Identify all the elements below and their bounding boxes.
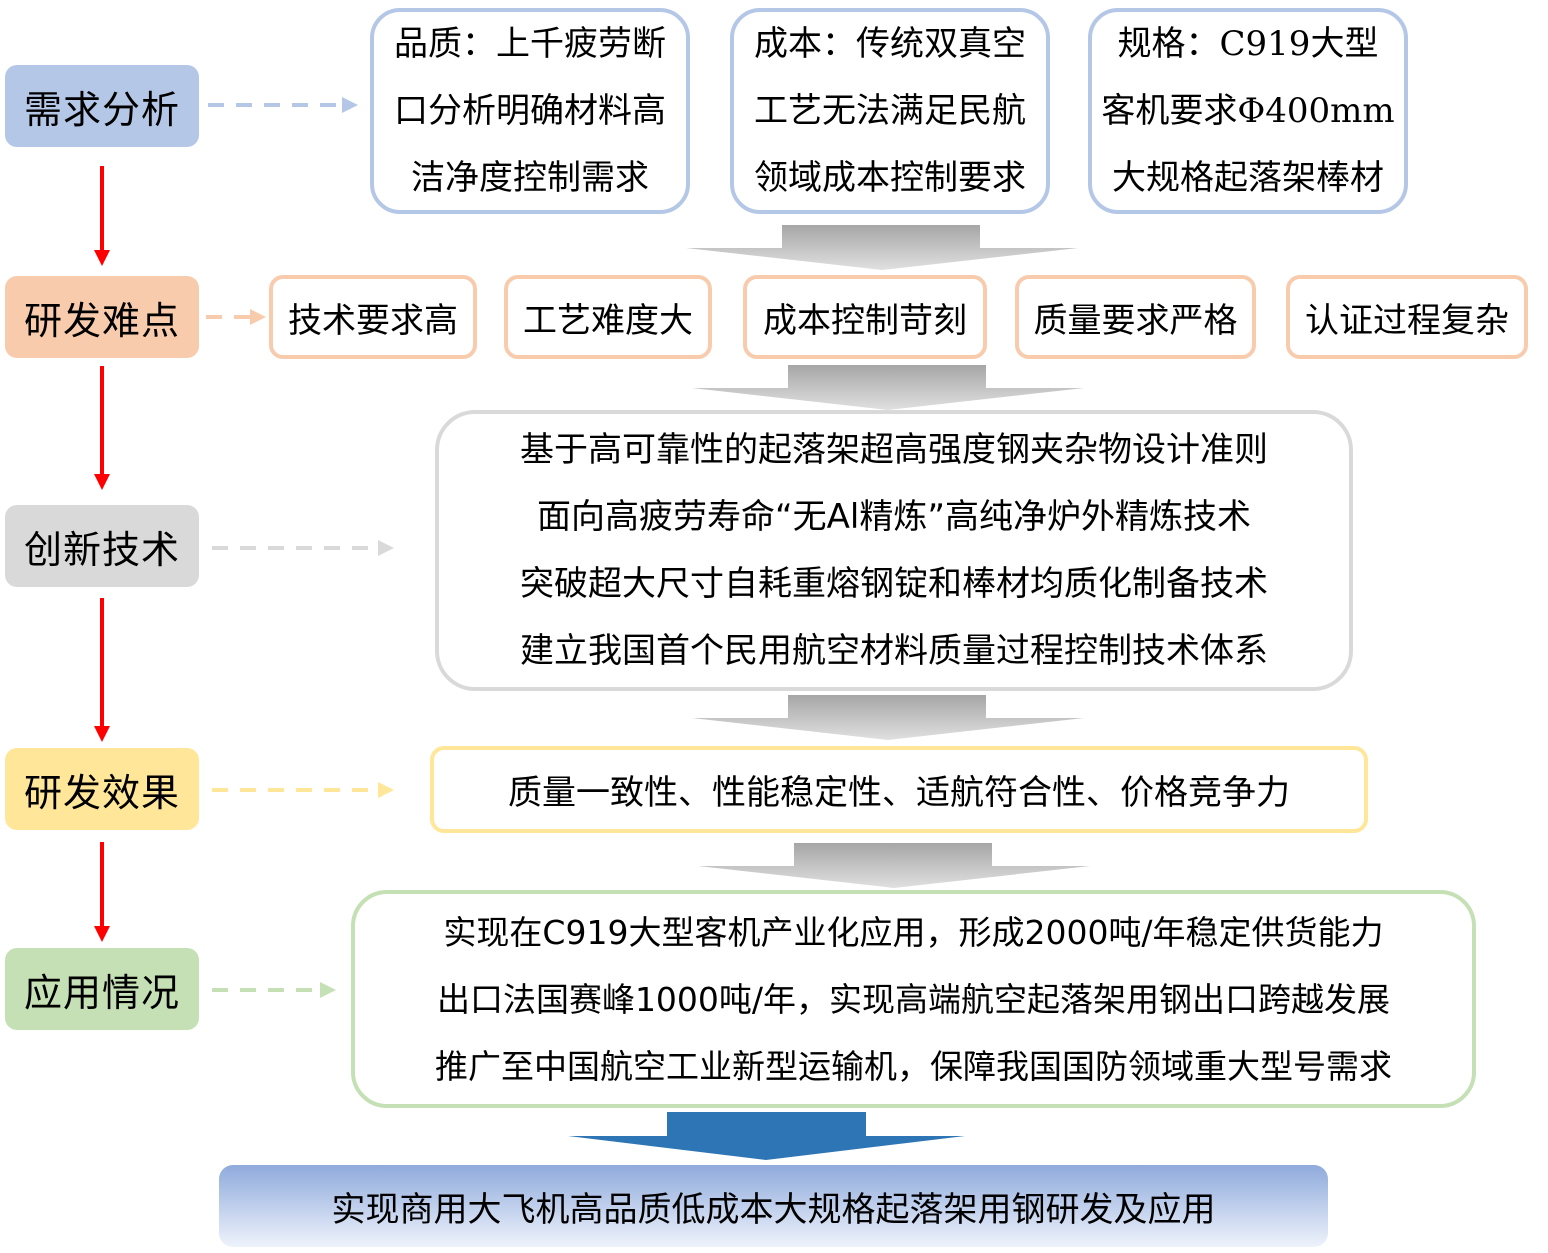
application-line: 实现在C919大型客机产业化应用，形成2000吨/年稳定供货能力 (443, 912, 1384, 952)
need-line: 口分析明确材料高 (394, 90, 666, 131)
need-quality-box: 品质：上千疲劳断 口分析明确材料高 洁净度控制需求 (370, 8, 690, 214)
difficulty-label: 技术要求高 (288, 300, 458, 341)
stage-needs-analysis: 需求分析 (5, 65, 199, 147)
down-arrow-final (568, 1112, 965, 1160)
difficulty-box: 认证过程复杂 (1286, 275, 1528, 359)
down-arrow-4 (698, 843, 1090, 888)
difficulty-label: 工艺难度大 (523, 300, 693, 341)
need-line: 大规格起落架棒材 (1112, 157, 1384, 198)
need-line: 洁净度控制需求 (411, 157, 649, 198)
effects-text: 质量一致性、性能稳定性、适航符合性、价格竞争力 (508, 773, 1290, 813)
stage-applications: 应用情况 (5, 948, 199, 1030)
difficulty-box: 质量要求严格 (1015, 275, 1256, 359)
need-line: 品质：上千疲劳断 (394, 23, 666, 64)
difficulty-label: 认证过程复杂 (1305, 300, 1509, 341)
application-line: 出口法国赛峰1000吨/年，实现高端航空起落架用钢出口跨越发展 (436, 979, 1391, 1019)
stage-rd-difficulties: 研发难点 (5, 276, 199, 358)
dashed-connector-difficulties (206, 309, 266, 325)
innovation-line: 建立我国首个民用航空材料质量过程控制技术体系 (520, 630, 1268, 671)
effects-box: 质量一致性、性能稳定性、适航符合性、价格竞争力 (430, 746, 1368, 833)
red-arrow-2 (94, 366, 110, 490)
stage-label: 应用情况 (23, 970, 180, 1015)
stage-label: 创新技术 (23, 527, 180, 572)
applications-box: 实现在C919大型客机产业化应用，形成2000吨/年稳定供货能力 出口法国赛峰1… (351, 890, 1476, 1108)
difficulty-box: 工艺难度大 (504, 275, 712, 359)
innovation-line: 基于高可靠性的起落架超高强度钢夹杂物设计准则 (520, 429, 1268, 470)
red-arrow-4 (94, 842, 110, 942)
application-line: 推广至中国航空工业新型运输机，保障我国国防领域重大型号需求 (435, 1046, 1392, 1086)
difficulty-label: 质量要求严格 (1033, 300, 1238, 341)
dashed-connector-effects (212, 782, 394, 798)
innovations-box: 基于高可靠性的起落架超高强度钢夹杂物设计准则 面向高疲劳寿命“无Al精炼”高纯净… (435, 410, 1353, 691)
difficulty-box: 技术要求高 (269, 275, 477, 359)
down-arrow-2 (692, 365, 1084, 410)
need-line: 客机要求Φ400mm (1101, 90, 1395, 131)
difficulty-box: 成本控制苛刻 (743, 275, 987, 359)
stage-innovations: 创新技术 (5, 505, 199, 587)
need-line: 工艺无法满足民航 (754, 90, 1026, 131)
dashed-connector-applications (212, 982, 336, 998)
dashed-connector-needs (208, 97, 358, 113)
need-spec-box: 规格：C919大型 客机要求Φ400mm 大规格起落架棒材 (1088, 8, 1408, 214)
need-line: 成本：传统双真空 (754, 23, 1026, 64)
down-arrow-3 (692, 695, 1084, 740)
stage-label: 需求分析 (23, 87, 180, 132)
final-result-text: 实现商用大飞机高品质低成本大规格起落架用钢研发及应用 (331, 1189, 1216, 1230)
need-line: 领域成本控制要求 (754, 157, 1026, 198)
down-arrow-1 (686, 225, 1078, 270)
need-line: 规格：C919大型 (1117, 23, 1379, 64)
final-result-box: 实现商用大飞机高品质低成本大规格起落架用钢研发及应用 (219, 1165, 1328, 1247)
dashed-connector-innovations (212, 540, 394, 556)
innovation-line: 突破超大尺寸自耗重熔钢锭和棒材均质化制备技术 (520, 563, 1268, 604)
difficulty-label: 成本控制苛刻 (763, 300, 967, 341)
red-arrow-3 (94, 598, 110, 742)
innovation-line: 面向高疲劳寿命“无Al精炼”高纯净炉外精炼技术 (537, 496, 1251, 537)
red-arrow-1 (94, 166, 110, 266)
stage-rd-effects: 研发效果 (5, 748, 199, 830)
stage-label: 研发效果 (23, 770, 180, 815)
need-cost-box: 成本：传统双真空 工艺无法满足民航 领域成本控制要求 (730, 8, 1050, 214)
stage-label: 研发难点 (23, 298, 180, 343)
